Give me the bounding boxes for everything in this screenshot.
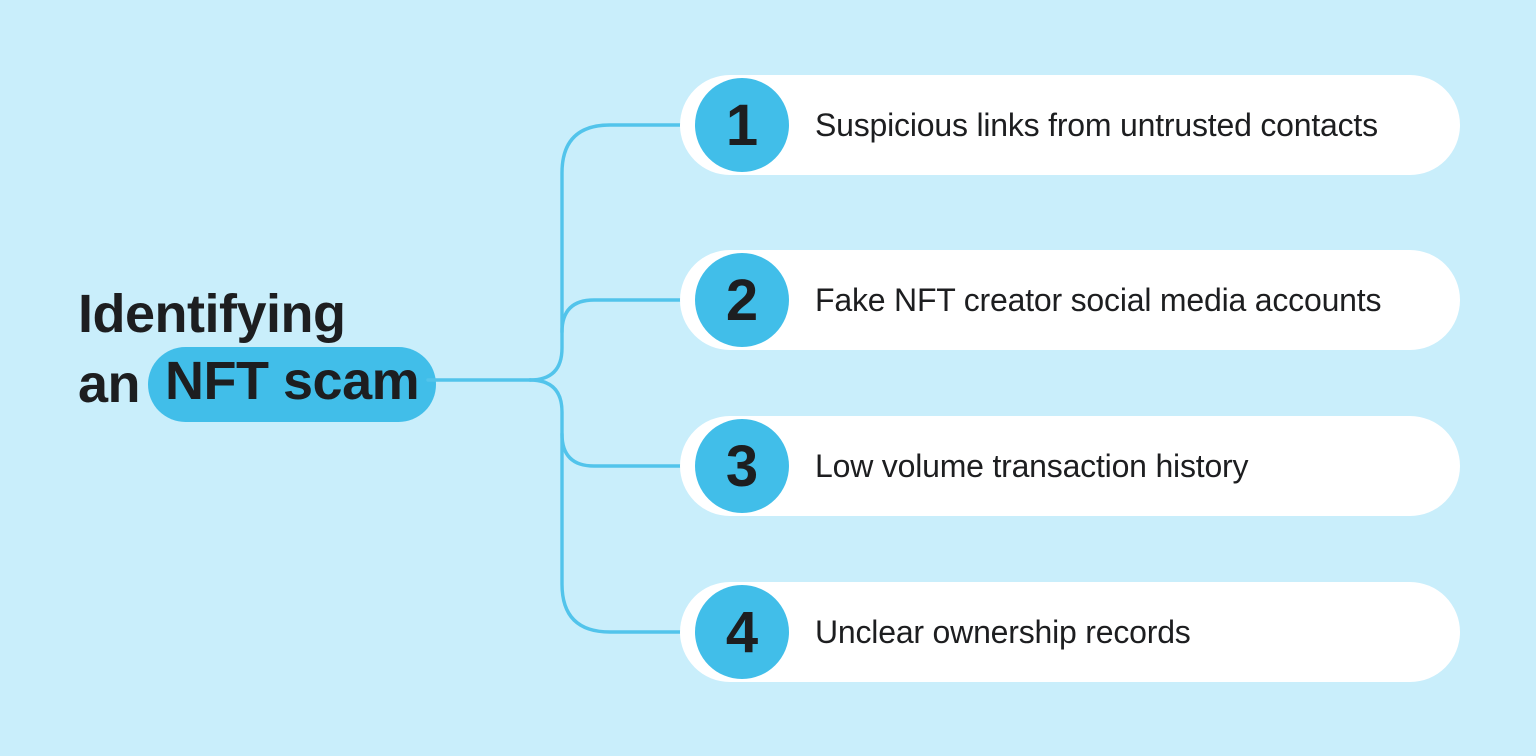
item-label: Low volume transaction history	[815, 447, 1249, 484]
item-number-badge: 4	[695, 585, 789, 679]
item-card	[680, 250, 1460, 350]
item-label: Suspicious links from untrusted contacts	[815, 106, 1378, 143]
title-highlight-text: NFT scam	[165, 351, 420, 411]
page-title: Identifying an NFT scam	[78, 282, 437, 422]
item-number: 2	[725, 267, 759, 333]
item-number: 3	[725, 433, 759, 499]
connector-branch-4	[528, 378, 700, 634]
item-number: 4	[725, 599, 759, 665]
connector-branch-3	[560, 432, 700, 468]
item-label: Unclear ownership records	[815, 613, 1191, 650]
title-line2: an NFT scam	[78, 347, 437, 422]
item-number: 1	[725, 92, 759, 158]
item-card	[680, 75, 1460, 175]
item-number-badge: 1	[695, 78, 789, 172]
title-line1: Identifying	[78, 284, 346, 344]
title-line2-prefix: an	[78, 354, 141, 414]
item-row-4: 4 Unclear ownership records	[680, 582, 1460, 682]
connector-lines	[426, 123, 700, 634]
item-row-1: 1 Suspicious links from untrusted contac…	[680, 75, 1460, 175]
item-card	[680, 416, 1460, 516]
item-row-3: 3 Low volume transaction history	[680, 416, 1460, 516]
title-highlight-pill: NFT scam	[148, 347, 437, 422]
item-card	[680, 582, 1460, 682]
connector-branch-2	[560, 298, 700, 334]
item-number-badge: 3	[695, 419, 789, 513]
item-number-badge: 2	[695, 253, 789, 347]
item-label: Fake NFT creator social media accounts	[815, 281, 1382, 318]
connector-branch-1	[528, 123, 700, 382]
item-row-2: 2 Fake NFT creator social media accounts	[680, 250, 1460, 350]
